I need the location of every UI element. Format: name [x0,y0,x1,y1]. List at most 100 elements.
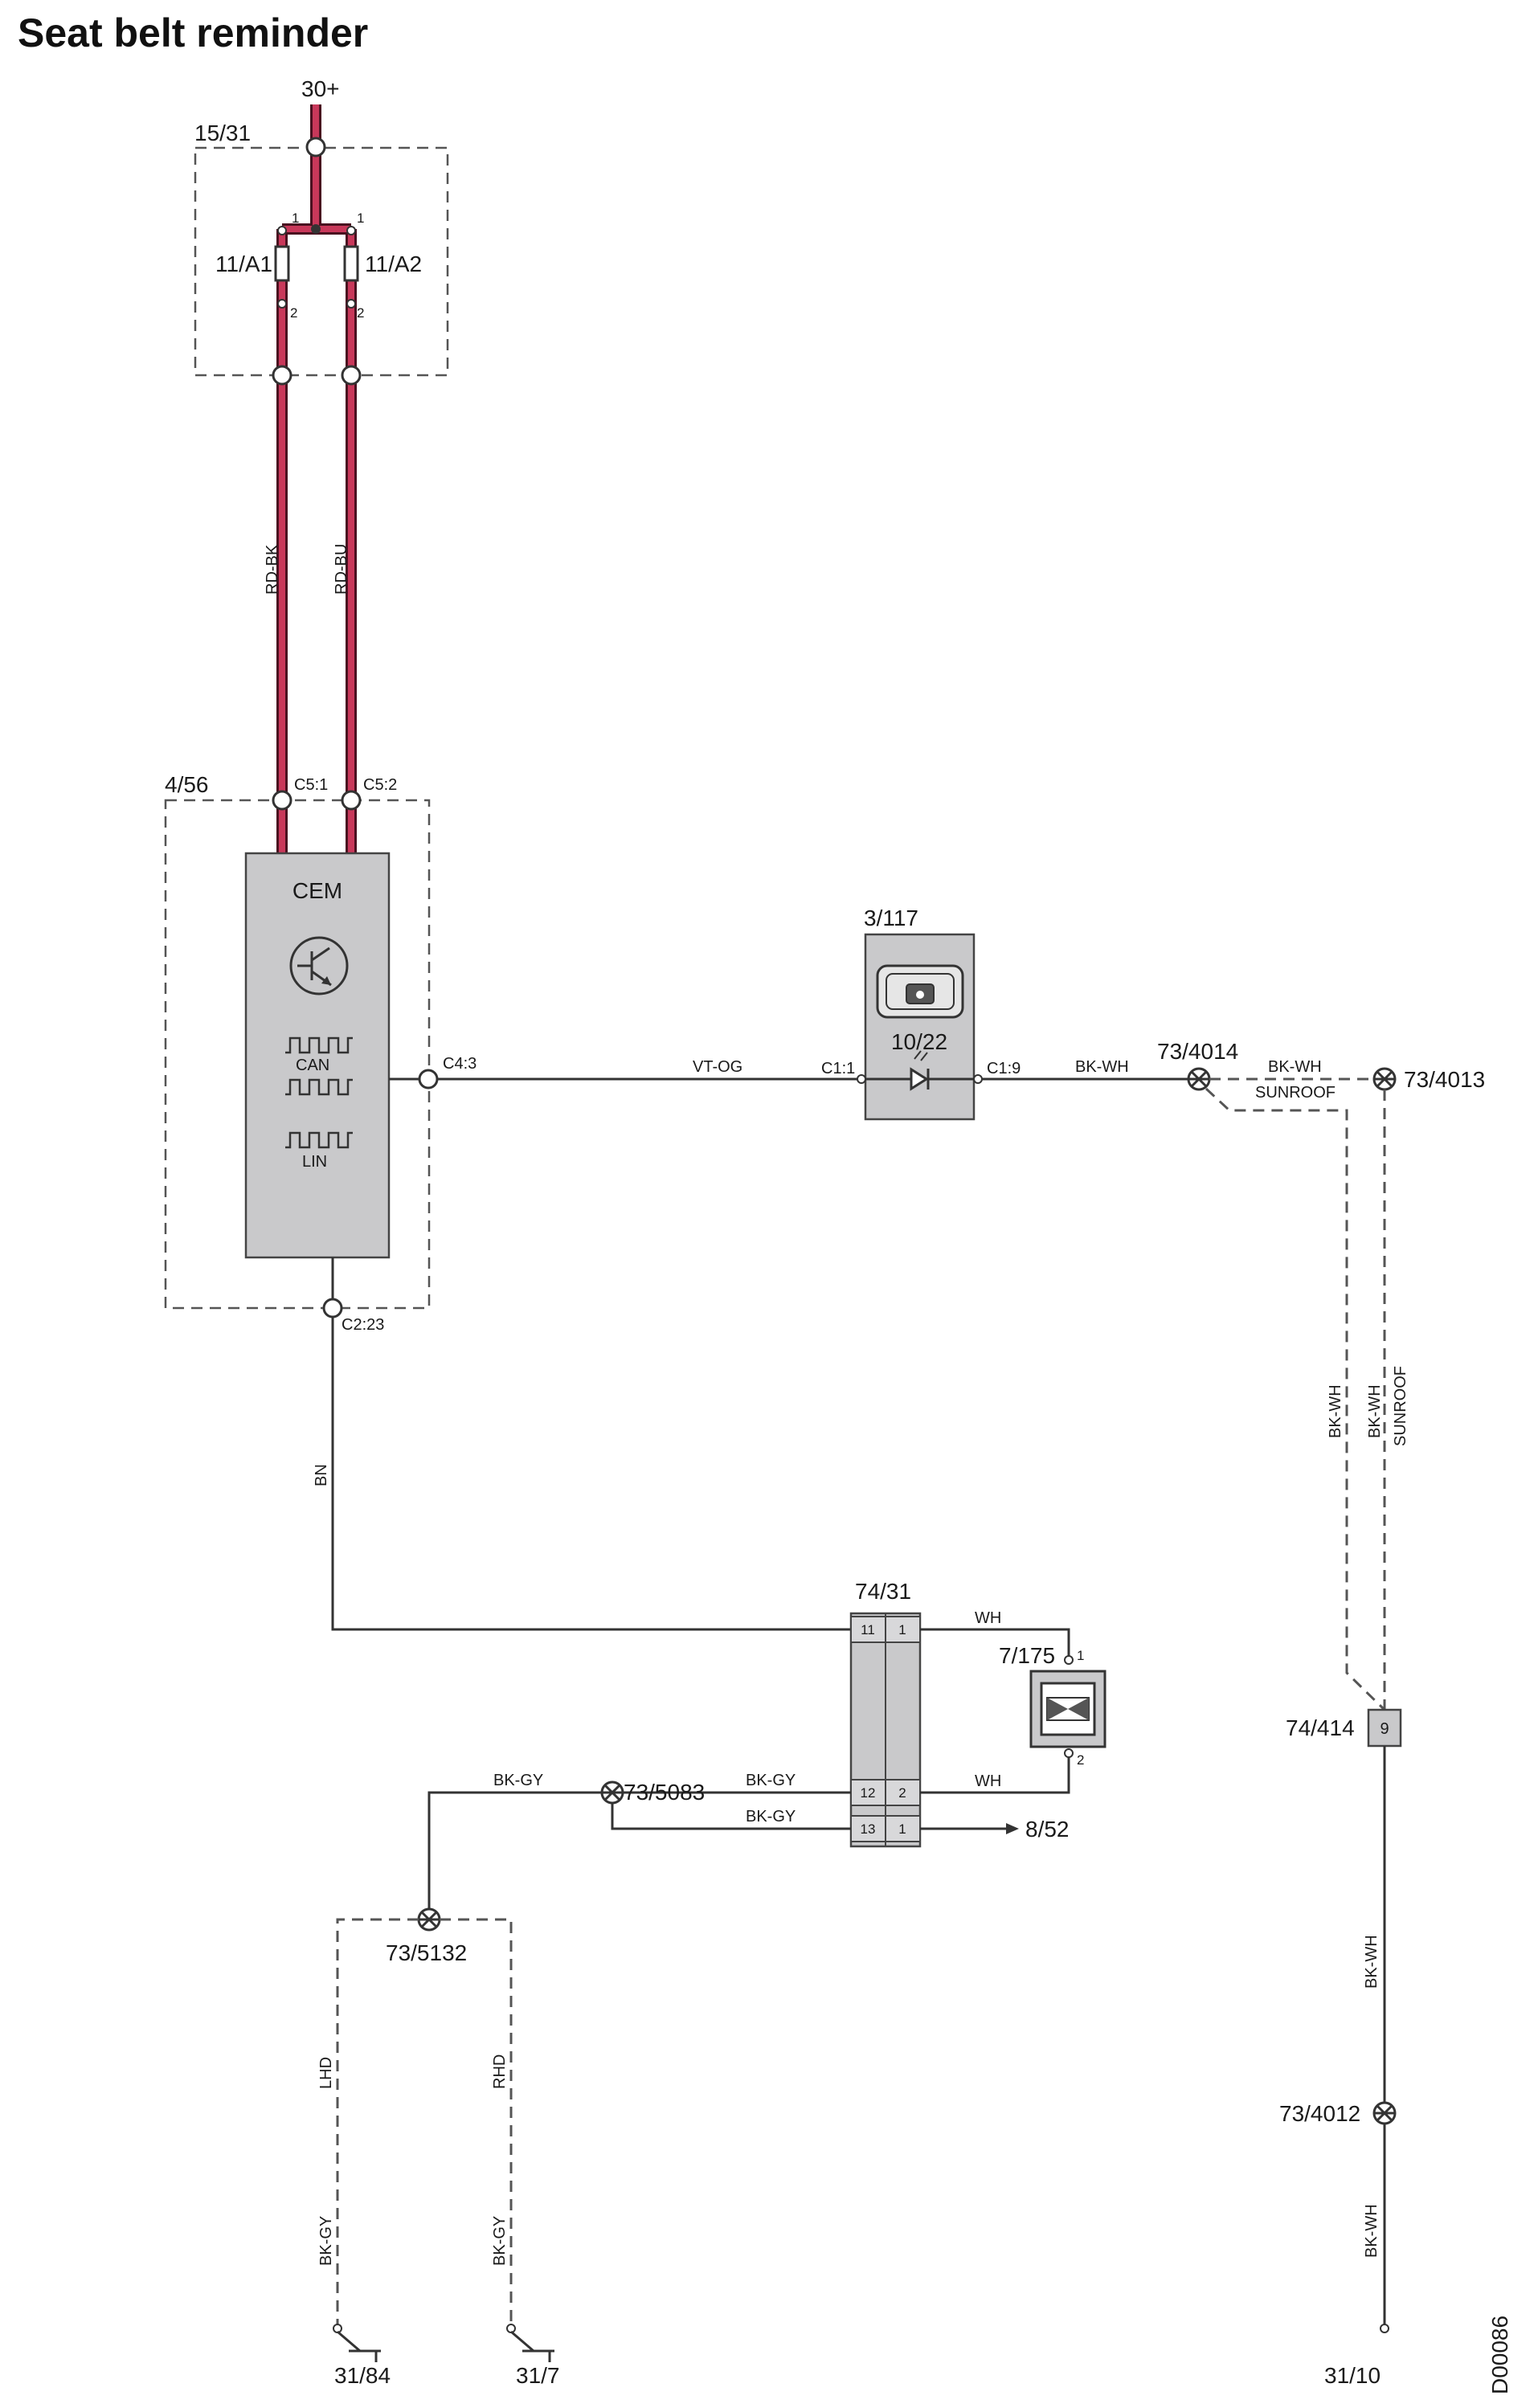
connector-row-2-left: 12 [861,1785,876,1801]
supply-label: 30+ [301,76,340,101]
junction-dot [311,224,321,234]
lamp-module [864,933,976,1121]
cem-c52-terminal [341,790,362,811]
cem-id-label: 4/56 [165,772,209,797]
connector-row-3-right: 1 [898,1821,906,1837]
cem-c51-terminal [272,790,292,811]
splice-4013 [1372,1067,1397,1091]
wire-bk-wh-lamp-label: BK-WH [1075,1058,1129,1076]
conn-414-block [1367,1708,1402,1748]
ground-2-symbol [509,2330,556,2364]
wire-sunroof-label: SUNROOF [1255,1084,1336,1102]
transistor-icon [289,936,349,995]
fuse-a-pin1-label: 1 [292,211,299,226]
cem-c223-terminal [322,1298,343,1318]
wire-bk-wh-std-label: BK-WH [1327,1384,1344,1438]
wire-bk-gy-to-5132 [427,1791,602,1909]
wire-rd-bk-label: RD-BK [264,544,281,595]
cem-c43-terminal [418,1069,439,1090]
lamp-c19-label: C1:9 [987,1060,1021,1077]
wire-bk-wh-std-route [1205,1087,1386,1711]
splice-4014-label: 73/4014 [1157,1039,1238,1064]
wire-bk-gy-to-5132-label: BK-GY [493,1772,543,1789]
target-852-label: 8/52 [1025,1817,1070,1842]
cem-outline [164,799,431,1310]
wire-bk-gy-lower-label: BK-GY [746,1808,796,1825]
connector-row-1-left: 11 [861,1622,875,1637]
cem-c43-label: C4:3 [443,1055,477,1073]
wire-bk-gy-upper-label: BK-GY [746,1772,796,1789]
document-code: D00086 [1487,2316,1512,2394]
splice-5083 [600,1780,624,1805]
connector-row-1-right: 1 [898,1622,906,1637]
fuse-a-pin2 [277,299,287,309]
buckle-label: 7/175 [999,1643,1055,1668]
ground-3-label: 31/10 [1324,2363,1381,2388]
wire-wh-upper-label: WH [975,1609,1001,1627]
lamp-c19-pin [973,1074,983,1084]
wire-rhd-bkgy-label: BK-GY [491,2216,509,2266]
cem-c52-label: C5:2 [363,776,397,794]
buckle-pin2 [1064,1748,1074,1758]
wire-rhd-route [440,1918,513,2326]
ground-1-symbol [336,2330,382,2364]
arrow-to-852 [1006,1823,1019,1834]
page-title: Seat belt reminder [18,10,369,55]
splice-4014 [1187,1067,1211,1091]
lamp-id-label: 3/117 [864,906,918,930]
ground-1-label: 31/84 [334,2363,391,2388]
buckle-pin1 [1064,1655,1074,1665]
lin-label: LIN [302,1153,327,1171]
conn-414-pin: 9 [1380,1720,1389,1738]
wire-rd-bu-label: RD-BU [333,544,350,595]
wire-rhd-label: RHD [491,2054,509,2089]
wire-wh-lower-label: WH [975,1772,1001,1790]
connector-row-2-right: 2 [898,1785,906,1801]
cem-module [244,852,391,1259]
cem-c223-label: C2:23 [342,1316,384,1334]
connector-row-1: 11 1 [850,1616,921,1643]
fusebox-out-a [272,365,292,386]
buckle-switch-icon [1029,1670,1106,1748]
splice-5132 [417,1907,441,1932]
fuse-b-label: 11/A2 [365,251,422,276]
ground-1-pin [333,2324,342,2333]
splice-4013-label: 73/4013 [1404,1067,1485,1092]
wire-lhd-bkgy-label: BK-GY [317,2216,335,2266]
connector-3174-label: 74/31 [855,1579,911,1604]
lamp-ref-label: 10/22 [891,1029,947,1054]
fuse-b-pin1-label: 1 [357,211,364,226]
supply-terminal [305,137,326,157]
connector-row-2: 12 2 [850,1779,921,1806]
splice-4012 [1372,2101,1397,2125]
buckle-pin2-label: 2 [1077,1752,1084,1768]
fuse-b-symbol [343,245,359,282]
wire-bk-wh-ground-label: BK-WH [1363,1935,1381,1989]
fuse-a-pin1 [277,226,287,235]
wire-bk-wh-ground-lower-label: BK-WH [1363,2204,1381,2258]
wire-bk-gy-lower [611,1800,851,1830]
conn-414-label: 74/414 [1286,1715,1355,1740]
connector-row-3: 13 1 [850,1815,921,1842]
ground-3-pin [1380,2324,1389,2333]
seatbelt-warning-icon [876,964,964,1019]
lamp-c11-label: C1:1 [821,1060,855,1077]
fusebox-label: 15/31 [194,121,251,145]
wire-bk-wh-sunroof-label: BK-WH [1268,1058,1322,1076]
wire-lhd-label: LHD [317,2057,335,2089]
fuse-b-pin2 [346,299,356,309]
can-signal-icon [285,1036,353,1149]
cem-c51-label: C5:1 [294,776,328,794]
wire-lhd-route [336,1918,419,2326]
cem-name: CEM [292,878,342,903]
splice-4012-label: 73/4012 [1279,2101,1360,2126]
fuse-a-pin2-label: 2 [290,305,297,321]
fusebox-out-b [341,365,362,386]
wire-vt-og-label: VT-OG [693,1058,742,1076]
wire-sunroof-vertical-label: SUNROOF [1392,1366,1409,1446]
fuse-b-pin2-label: 2 [357,305,364,321]
connector-row-3-left: 13 [861,1821,876,1837]
lamp-c11-pin [857,1074,866,1084]
ground-2-pin [506,2324,516,2333]
